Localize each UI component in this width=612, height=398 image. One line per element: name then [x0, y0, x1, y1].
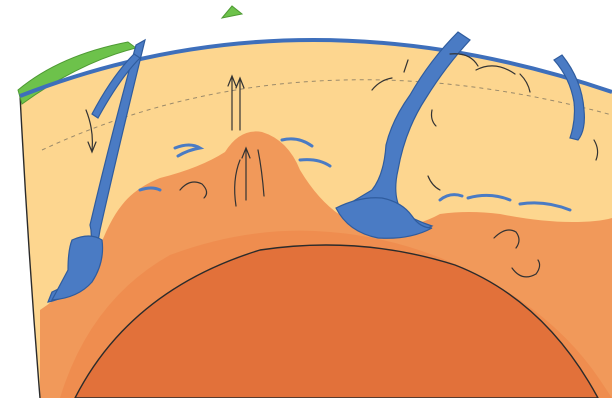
- continent-peak: [222, 6, 242, 18]
